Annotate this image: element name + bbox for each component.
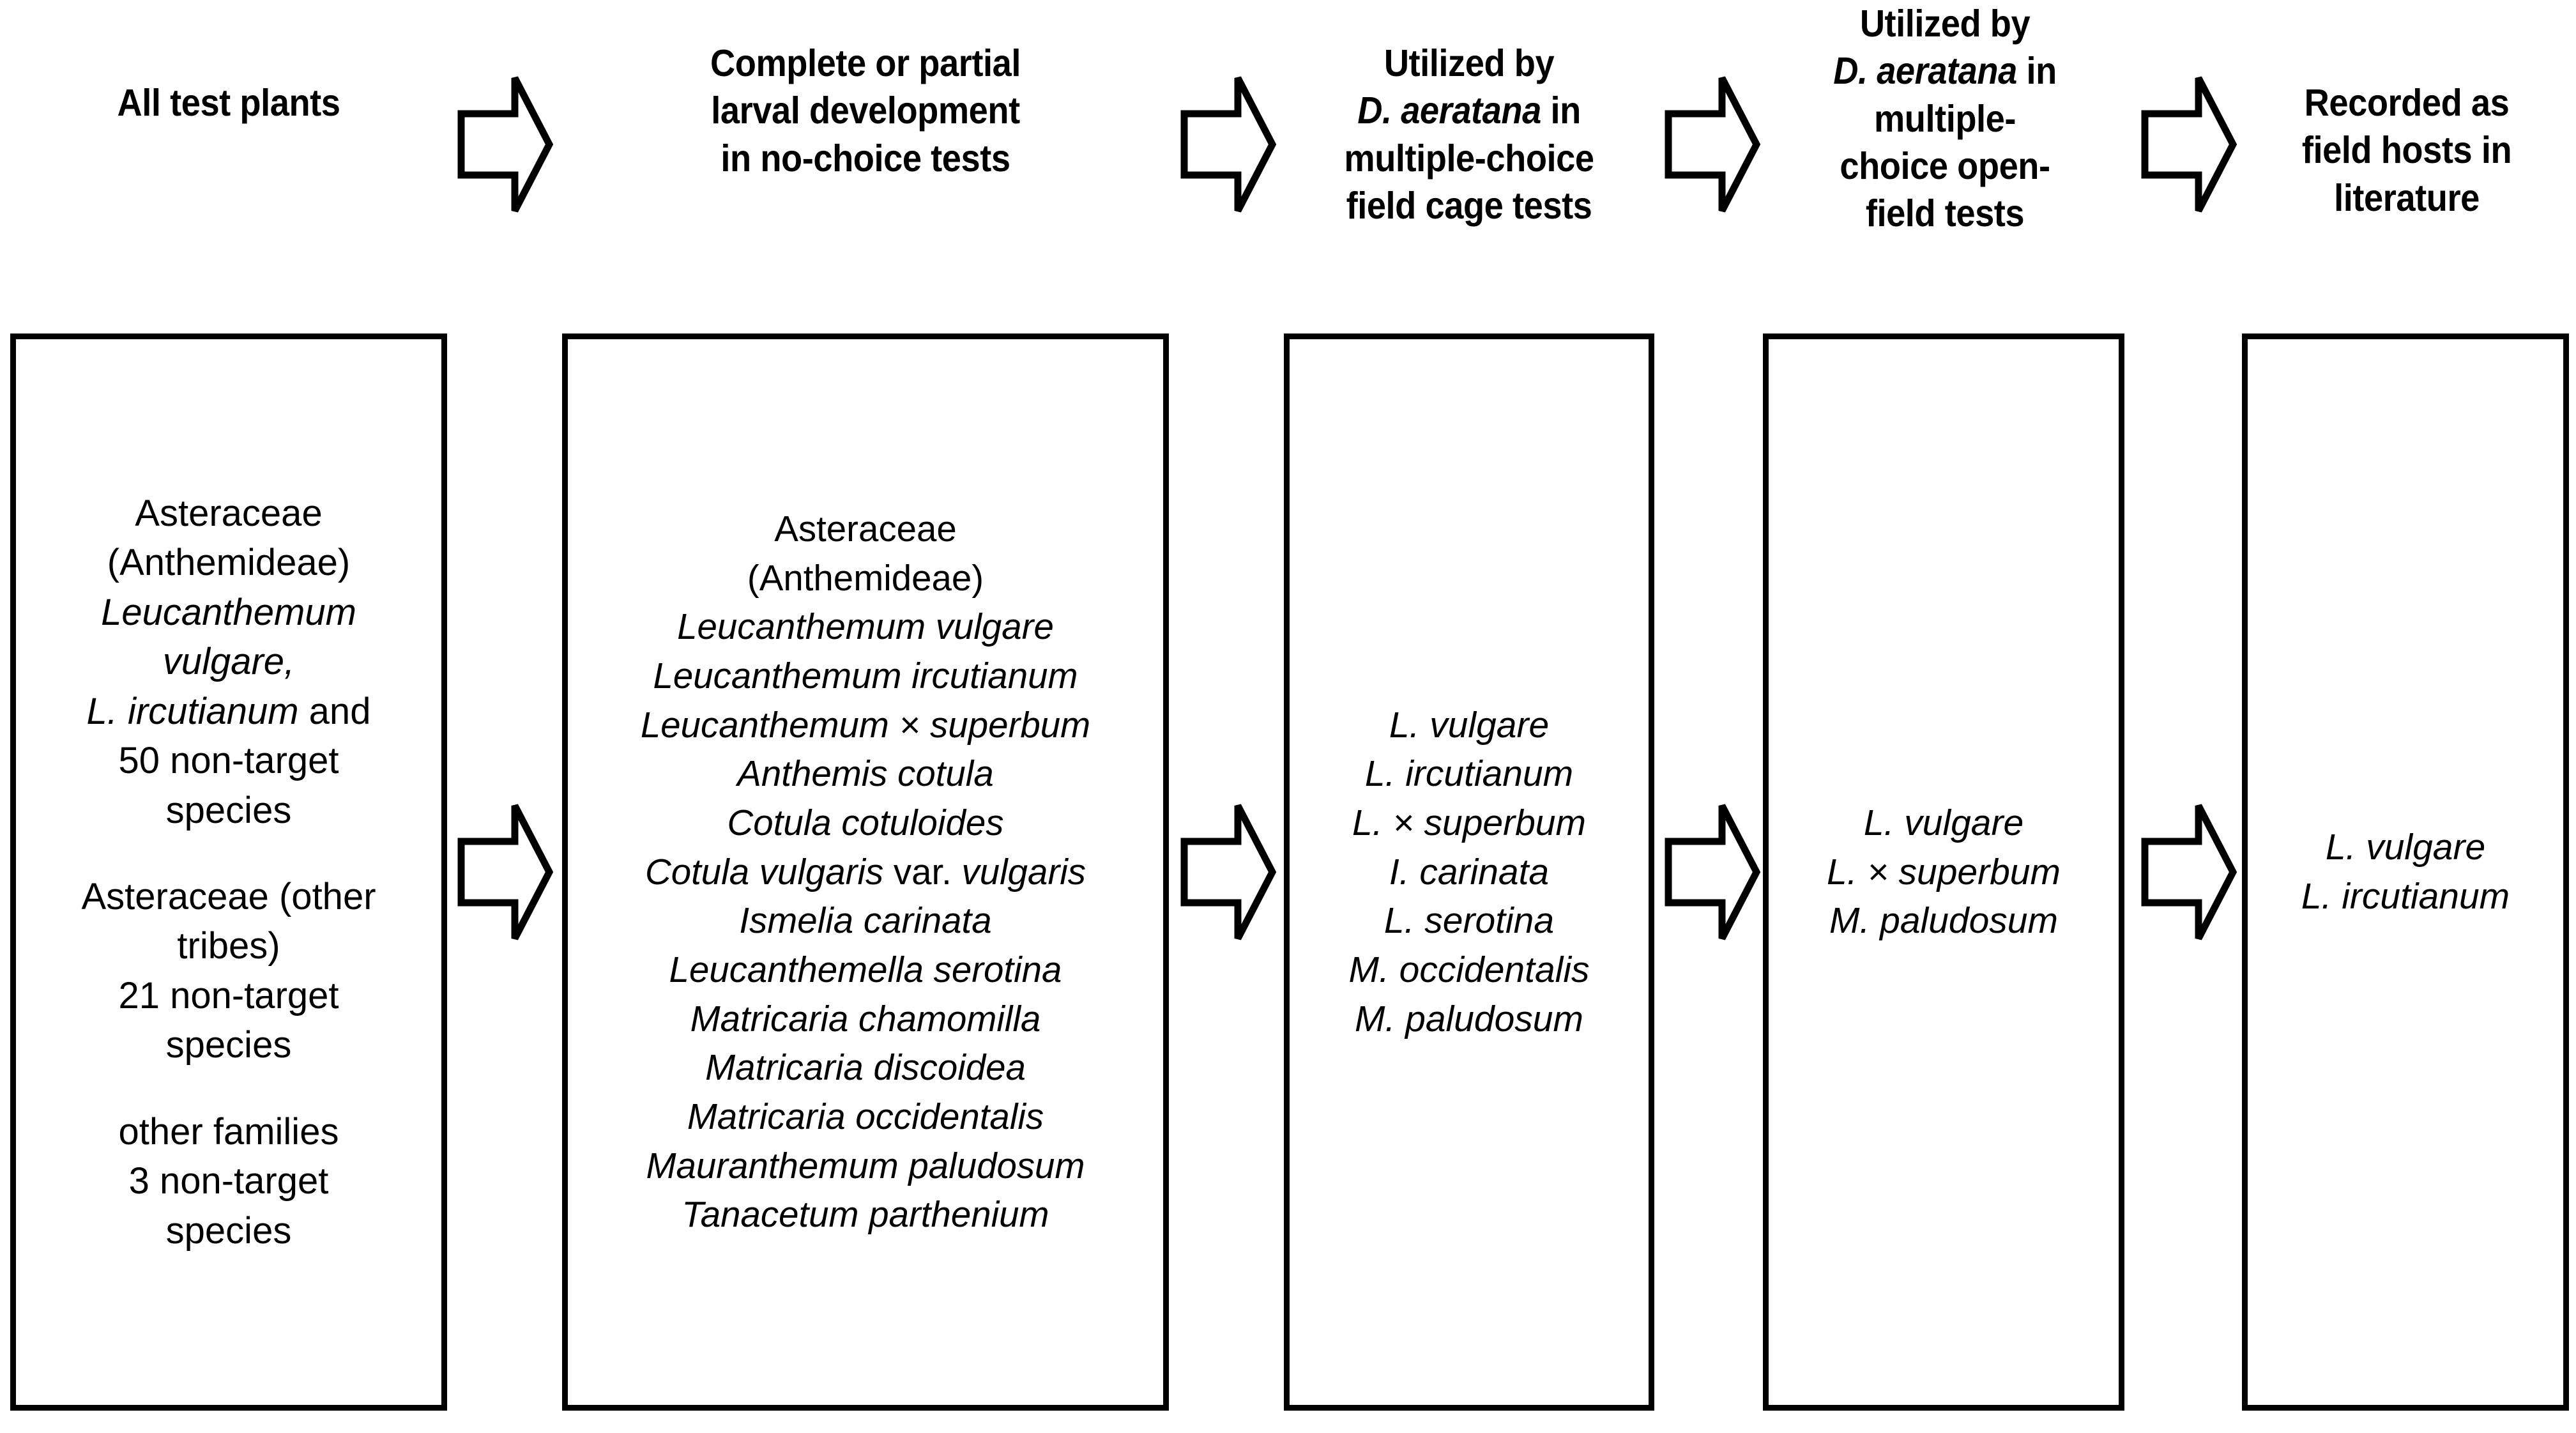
list-item: (Anthemideae) — [747, 557, 984, 599]
list-item: Asteraceae — [135, 493, 323, 535]
list-item: I. carinata — [1389, 851, 1550, 893]
list-item: Anthemis cotula — [737, 753, 994, 795]
list-item: Leucanthemum × superbum — [640, 704, 1091, 746]
stage-5-box: L. vulgare L. ircutianum — [2242, 333, 2569, 1411]
header-row: All test plants Complete or partial larv… — [0, 0, 2576, 319]
list-item: Matricaria discoidea — [705, 1047, 1026, 1089]
stage-2-header-line-1: Complete or partial — [710, 42, 1021, 84]
stage-3-header-line-3: multiple-choice — [1344, 137, 1594, 180]
stage-4-header-line-5: field tests — [1865, 192, 2025, 235]
list-item: M. occidentalis — [1348, 949, 1590, 990]
stage-4-header-line-4: choice open- — [1840, 144, 2050, 187]
list-item: species — [165, 1024, 292, 1066]
list-item: M. paludosum — [1829, 900, 2058, 942]
list-item: L. vulgare — [2325, 827, 2486, 868]
list-item: other families — [118, 1110, 339, 1153]
list-item: Matricaria chamomilla — [690, 998, 1041, 1039]
list-item: 3 non-target — [128, 1160, 329, 1202]
arrow-body-3 — [1665, 802, 1760, 942]
arrow-body-4 — [2141, 802, 2237, 942]
list-item: L. ircutianum — [1364, 753, 1574, 795]
stage-3-box-content: L. vulgare L. ircutianum L. × superbum I… — [1290, 701, 1649, 1044]
stage-3-box: L. vulgare L. ircutianum L. × superbum I… — [1284, 333, 1654, 1411]
stage-5-header-line-1: Recorded as — [2304, 82, 2510, 124]
list-item: L. × superbum — [1352, 802, 1586, 844]
list-item: tribes) — [177, 925, 280, 967]
list-spacer — [20, 835, 438, 872]
stage-2-box: Asteraceae (Anthemideae) Leucanthemum vu… — [562, 333, 1169, 1411]
stage-3-header: Utilized by D. aeratana in multiple-choi… — [1293, 40, 1645, 229]
stage-5-header: Recorded as field hosts in literature — [2255, 79, 2559, 222]
list-item: L. × superbum — [1827, 851, 2061, 893]
list-item: Cotula vulgaris var. vulgaris — [644, 851, 1086, 893]
stage-2-box-content: Asteraceae (Anthemideae) Leucanthemum vu… — [568, 505, 1163, 1239]
list-item: L. ircutianum and — [86, 690, 371, 732]
stage-1-box-content: Asteraceae (Anthemideae) Leucanthemum vu… — [16, 489, 441, 1255]
list-item: Asteraceae (other — [81, 876, 376, 917]
arrow-header-3 — [1665, 74, 1760, 215]
list-item: L. ircutianum — [2301, 876, 2510, 917]
stage-1-header-line-1: All test plants — [117, 82, 340, 124]
list-item: Leucanthemum ircutianum — [653, 655, 1078, 697]
stage-2-header: Complete or partial larval development i… — [586, 40, 1145, 182]
stage-4-header-line-1: Utilized by — [1859, 3, 2031, 45]
list-item: L. serotina — [1383, 900, 1555, 942]
stage-4-header-line-3: multiple- — [1873, 97, 2016, 140]
list-item: species — [165, 1209, 292, 1252]
list-item: Leucanthemum — [101, 591, 356, 633]
stage-4-header-line-2: D. aeratana in — [1833, 50, 2057, 93]
stage-5-header-line-2: field hosts in — [2301, 129, 2512, 172]
stage-5-header-line-3: literature — [2334, 176, 2480, 219]
stage-4-box: L. vulgare L. × superbum M. paludosum — [1763, 333, 2124, 1411]
list-item: (Anthemideae) — [107, 542, 351, 584]
stage-3-header-line-1: Utilized by — [1383, 42, 1555, 84]
stage-3-header-line-4: field cage tests — [1346, 184, 1592, 227]
stage-1-header: All test plants — [27, 79, 429, 126]
list-item: M. paludosum — [1354, 998, 1583, 1039]
arrow-header-2 — [1180, 74, 1276, 215]
list-item: Leucanthemum vulgare — [677, 606, 1054, 648]
list-item: 21 non-target — [118, 974, 339, 1016]
stage-2-header-line-2: larval development — [711, 89, 1020, 132]
arrow-body-2 — [1180, 802, 1276, 942]
stage-1-box: Asteraceae (Anthemideae) Leucanthemum vu… — [10, 333, 447, 1411]
stage-2-header-line-3: in no-choice tests — [720, 137, 1010, 180]
list-item: Leucanthemella serotina — [669, 949, 1062, 990]
stage-3-header-line-2: D. aeratana in — [1357, 89, 1581, 132]
stage-4-box-content: L. vulgare L. × superbum M. paludosum — [1769, 799, 2119, 946]
arrow-header-4 — [2141, 74, 2237, 215]
list-item: Mauranthemum paludosum — [646, 1145, 1085, 1186]
list-item: Tanacetum parthenium — [682, 1194, 1049, 1236]
list-item: Asteraceae — [774, 509, 957, 550]
list-item: 50 non-target — [118, 740, 339, 782]
list-item: species — [165, 789, 292, 831]
arrow-header-1 — [457, 74, 553, 215]
stage-4-header: Utilized by D. aeratana in multiple- cho… — [1778, 0, 2112, 238]
list-item: vulgare, — [162, 641, 295, 683]
list-item: L. vulgare — [1863, 802, 2024, 844]
list-item: Matricaria occidentalis — [687, 1096, 1044, 1137]
list-item: Ismelia carinata — [739, 900, 992, 942]
stage-5-box-content: L. vulgare L. ircutianum — [2248, 823, 2563, 921]
list-item: Cotula cotuloides — [727, 802, 1004, 844]
list-spacer — [20, 1070, 438, 1107]
arrow-body-1 — [457, 802, 553, 942]
list-item: L. vulgare — [1389, 704, 1550, 746]
